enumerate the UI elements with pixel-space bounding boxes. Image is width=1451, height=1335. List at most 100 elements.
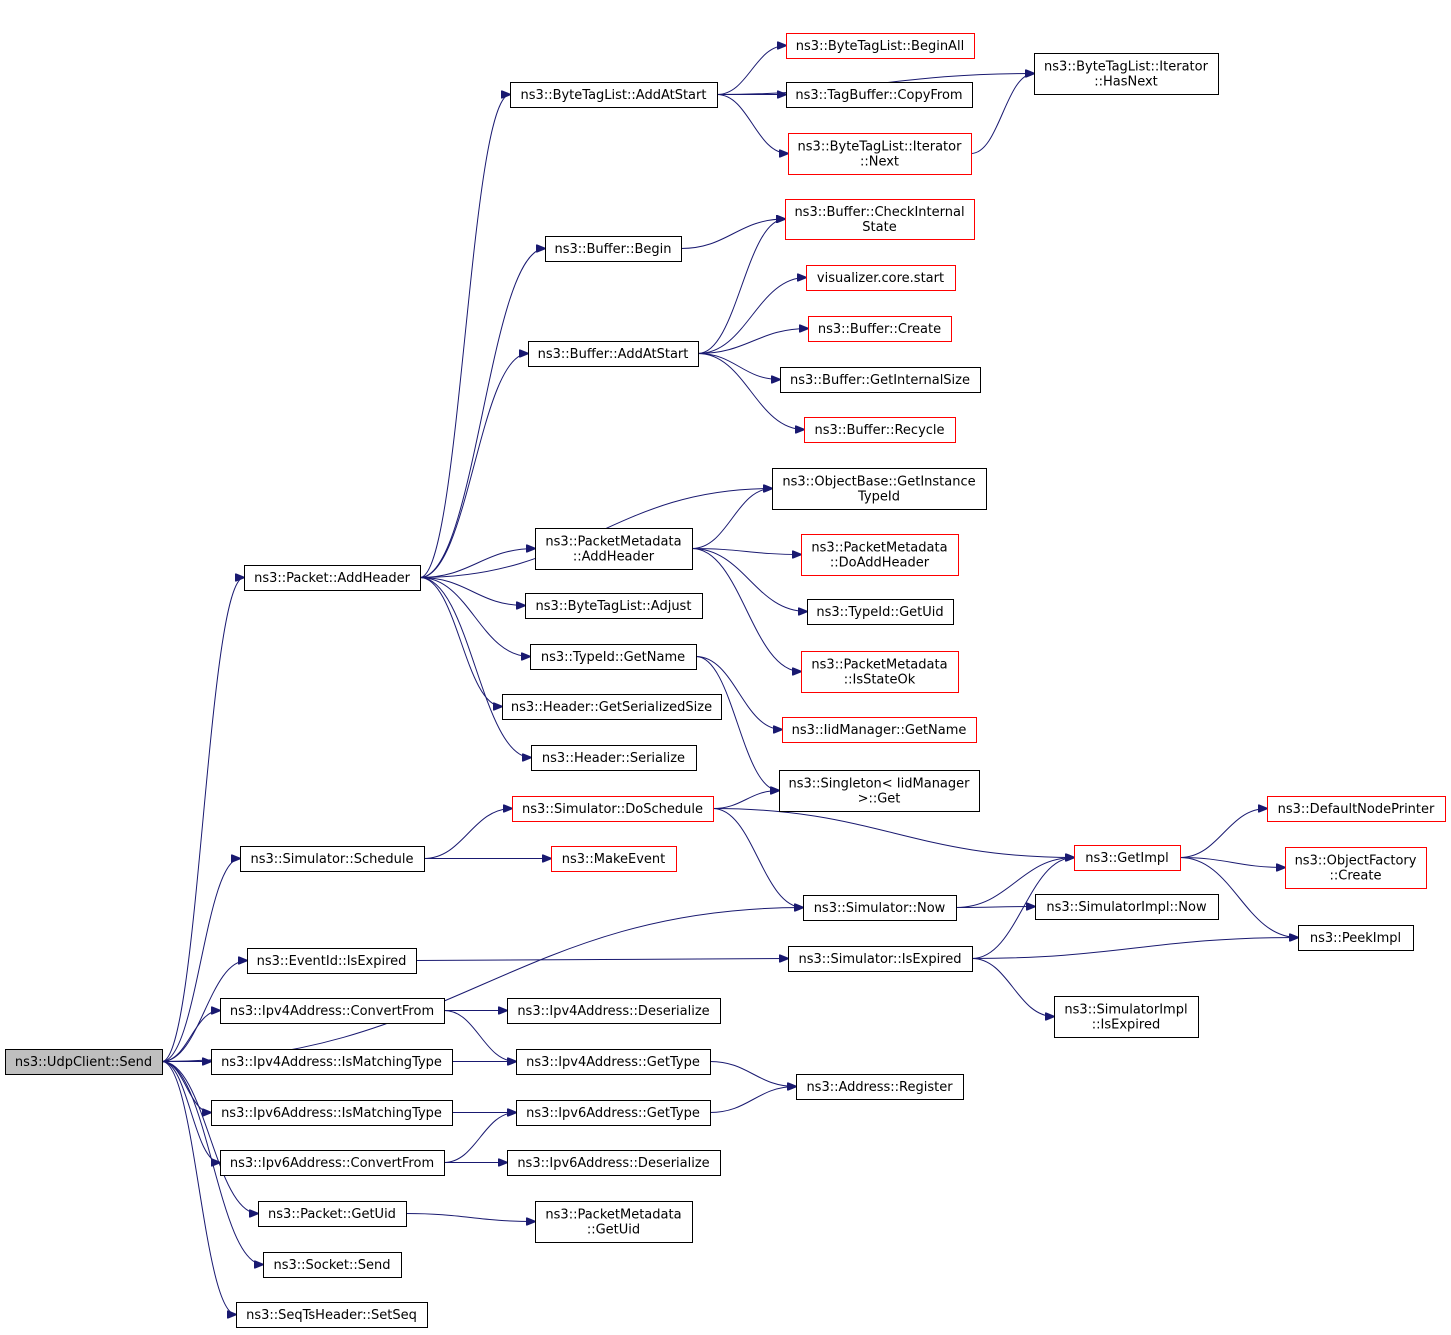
edge-send-to-addheader (161, 578, 244, 1062)
node-typeid_getname[interactable]: ns3::TypeId::GetName (530, 644, 697, 670)
node-singleton_get[interactable]: ns3::Singleton< IidManager>::Get (779, 770, 980, 812)
node-box (782, 717, 977, 743)
node-label: ns3::Socket::Send (273, 1258, 390, 1273)
node-ipv4_convertfrom[interactable]: ns3::Ipv4Address::ConvertFrom (220, 998, 445, 1024)
node-label: ns3::Ipv6Address::ConvertFrom (230, 1156, 434, 1171)
node-packet_getuid[interactable]: ns3::Packet::GetUid (258, 1201, 407, 1227)
node-defaultnodeprinter[interactable]: ns3::DefaultNodePrinter (1267, 796, 1446, 822)
edge-buffer_addatstart-to-buffer_recycle (697, 353, 804, 430)
node-box (1034, 53, 1219, 95)
node-simimpl_isexpired[interactable]: ns3::SimulatorImpl::IsExpired (1054, 996, 1199, 1038)
edge-addheader-to-buffer_addatstart (419, 354, 528, 578)
node-label: ns3::Packet::GetUid (268, 1207, 396, 1222)
node-header_getserializedsize[interactable]: ns3::Header::GetSerializedSize (502, 694, 722, 720)
edge-send-to-ipv6_convertfrom (161, 1061, 220, 1163)
node-label: >::Get (858, 792, 901, 807)
edge-sim_isexpired-to-getimpl (971, 858, 1074, 959)
node-buffer_getinternalsize[interactable]: ns3::Buffer::GetInternalSize (780, 367, 981, 393)
edge-sim_isexpired-to-peekimpl (971, 938, 1298, 959)
node-box (1267, 796, 1446, 822)
node-ipv4_gettype[interactable]: ns3::Ipv4Address::GetType (516, 1049, 711, 1075)
node-objfactory_create[interactable]: ns3::ObjectFactory::Create (1285, 847, 1427, 889)
node-socket_send[interactable]: ns3::Socket::Send (263, 1252, 402, 1278)
node-buffer_begin[interactable]: ns3::Buffer::Begin (545, 236, 682, 262)
node-btl_addatstart[interactable]: ns3::ByteTagList::AddAtStart (510, 82, 718, 108)
node-pm_getuid[interactable]: ns3::PacketMetadata::GetUid (535, 1201, 693, 1243)
node-box (1285, 847, 1427, 889)
node-sim_doschedule[interactable]: ns3::Simulator::DoSchedule (512, 796, 714, 822)
node-label: ns3::Ipv4Address::IsMatchingType (221, 1055, 442, 1070)
node-tagbuffer_copyfrom[interactable]: ns3::TagBuffer::CopyFrom (786, 82, 973, 108)
node-btl_beginall[interactable]: ns3::ByteTagList::BeginAll (786, 33, 975, 59)
node-sim_schedule[interactable]: ns3::Simulator::Schedule (240, 846, 425, 872)
node-box (236, 1302, 428, 1328)
node-header_serialize[interactable]: ns3::Header::Serialize (531, 745, 697, 771)
node-box (1035, 894, 1219, 920)
node-label: ns3::Address::Register (806, 1080, 953, 1095)
edge-sim_now-to-simimpl_now (955, 907, 1035, 908)
node-typeid_getuid[interactable]: ns3::TypeId::GetUid (807, 599, 954, 625)
node-box (5, 1049, 163, 1075)
node-makeevent[interactable]: ns3::MakeEvent (551, 846, 677, 872)
node-buffer_addatstart[interactable]: ns3::Buffer::AddAtStart (528, 341, 699, 367)
node-getimpl[interactable]: ns3::GetImpl (1074, 845, 1181, 871)
edge-addheader-to-btl_adjust (419, 577, 525, 606)
node-send[interactable]: ns3::UdpClient::Send (5, 1049, 163, 1075)
node-box (516, 1049, 711, 1075)
node-label: ns3::GetImpl (1085, 851, 1169, 866)
node-seqts_setseq[interactable]: ns3::SeqTsHeader::SetSeq (236, 1302, 428, 1328)
node-sim_isexpired[interactable]: ns3::Simulator::IsExpired (788, 946, 973, 972)
node-btl_adjust[interactable]: ns3::ByteTagList::Adjust (525, 593, 703, 619)
edge-btl_iter_next-to-btl_iter_hasnext (970, 74, 1034, 154)
node-label: ns3::Simulator::Now (814, 901, 946, 916)
node-box (545, 236, 682, 262)
node-box (786, 82, 973, 108)
node-ipv6_gettype[interactable]: ns3::Ipv6Address::GetType (516, 1100, 711, 1126)
node-label: ns3::Buffer::CheckInternal (794, 205, 964, 220)
node-ipv4_ismatchingtype[interactable]: ns3::Ipv4Address::IsMatchingType (211, 1049, 453, 1075)
edge-sim_isexpired-to-simimpl_isexpired (971, 958, 1054, 1017)
node-buffer_recycle[interactable]: ns3::Buffer::Recycle (804, 417, 956, 443)
node-box (263, 1252, 402, 1278)
node-ipv6_ismatchingtype[interactable]: ns3::Ipv6Address::IsMatchingType (211, 1100, 453, 1126)
node-label: ns3::Header::Serialize (542, 751, 685, 766)
node-eventid_isexpired[interactable]: ns3::EventId::IsExpired (247, 948, 417, 974)
node-label: ns3::ByteTagList::Iterator (798, 140, 963, 155)
edge-buffer_addatstart-to-buffer_getinternalsize (697, 353, 780, 380)
node-addheader[interactable]: ns3::Packet::AddHeader (244, 565, 421, 591)
node-iid_getname[interactable]: ns3::IidManager::GetName (782, 717, 977, 743)
node-pm_isstateok[interactable]: ns3::PacketMetadata::IsStateOk (801, 651, 959, 693)
node-label: ns3::Simulator::DoSchedule (522, 802, 703, 817)
node-label: ns3::UdpClient::Send (15, 1055, 152, 1070)
node-buffer_create[interactable]: ns3::Buffer::Create (808, 316, 952, 342)
node-sim_now[interactable]: ns3::Simulator::Now (803, 895, 957, 921)
node-box (806, 265, 956, 291)
node-btl_iter_hasnext[interactable]: ns3::ByteTagList::Iterator::HasNext (1034, 53, 1219, 95)
node-ipv6_deserialize[interactable]: ns3::Ipv6Address::Deserialize (507, 1150, 721, 1176)
node-box (788, 946, 973, 972)
node-box (808, 316, 952, 342)
edge-addheader-to-pm_addheader (419, 549, 535, 578)
edge-typeid_getname-to-iid_getname (695, 656, 782, 730)
node-label: ns3::SimulatorImpl::Now (1046, 900, 1207, 915)
node-label: ns3::MakeEvent (562, 852, 666, 867)
node-vis_start[interactable]: visualizer.core.start (806, 265, 956, 291)
node-pm_addheader[interactable]: ns3::PacketMetadata::AddHeader (535, 528, 693, 570)
node-simimpl_now[interactable]: ns3::SimulatorImpl::Now (1035, 894, 1219, 920)
edge-send-to-sim_schedule (161, 859, 240, 1062)
node-label: ns3::Packet::AddHeader (254, 571, 410, 586)
node-ipv6_convertfrom[interactable]: ns3::Ipv6Address::ConvertFrom (220, 1150, 445, 1176)
node-pm_doaddheader[interactable]: ns3::PacketMetadata::DoAddHeader (801, 534, 959, 576)
node-peekimpl[interactable]: ns3::PeekImpl (1298, 925, 1414, 951)
node-label: ns3::Simulator::IsExpired (798, 952, 961, 967)
node-box (220, 998, 445, 1024)
node-btl_iter_next[interactable]: ns3::ByteTagList::Iterator::Next (788, 133, 972, 175)
edge-addheader-to-header_getserializedsize (419, 577, 502, 707)
node-address_register[interactable]: ns3::Address::Register (796, 1074, 964, 1100)
node-label: ns3::SeqTsHeader::SetSeq (246, 1308, 417, 1323)
node-ipv4_deserialize[interactable]: ns3::Ipv4Address::Deserialize (507, 998, 721, 1024)
node-box (530, 644, 697, 670)
node-label: TypeId (857, 490, 900, 505)
